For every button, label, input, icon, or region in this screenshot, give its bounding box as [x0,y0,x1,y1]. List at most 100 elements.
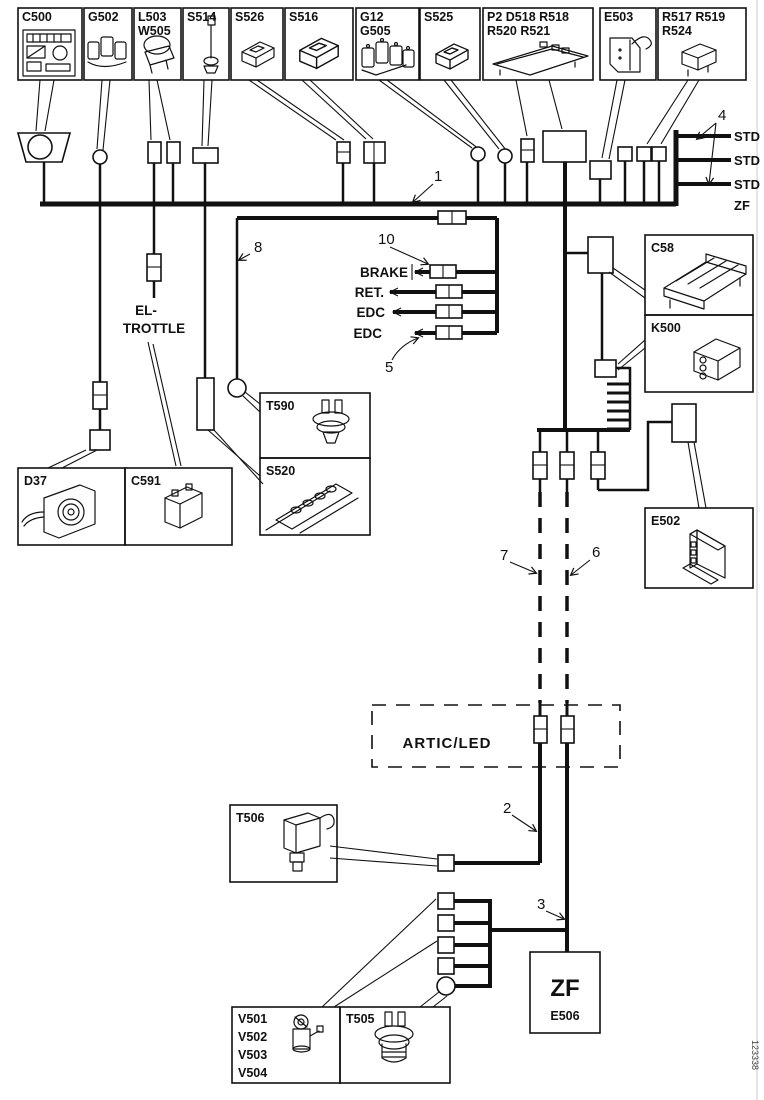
label-el-throttle-line2: TROTTLE [123,321,185,336]
component-box-s516: S516 [284,7,354,81]
stacked-connector-s526 [336,141,351,202]
k500-connector-box [594,359,617,378]
left-branches: EL- TROTTLE D37 [17,204,371,546]
artic-led-dashed-frame [371,704,621,768]
label-frame-k500: K500 [651,321,681,335]
label-frame-t506: T506 [236,811,265,825]
stacked-connector-p2 [520,138,535,202]
frame-t590: T590 [259,392,371,459]
label-v502: V502 [238,1030,267,1044]
component-box-e503: E503 [599,7,657,81]
label-frame-c58: C58 [651,241,674,255]
coil-symbol [607,382,630,431]
frame-k500: K500 [617,314,754,393]
frame-c591: C591 [124,467,233,546]
c58-illustration [663,253,747,310]
inline-connector-secondary-bus [437,210,467,225]
label-zf-unit: ZF [550,975,579,1002]
bus-labels: STD STD STD ZF 1 4 [411,107,760,213]
footer-code: 123338 [750,1040,760,1070]
large-connector-p2 [542,130,587,206]
k500-illustration [693,338,741,381]
t506-illustration [283,812,335,872]
label-v504: V504 [238,1066,267,1080]
s516-illustration [299,37,339,70]
blade-connectors-l503 [147,141,181,202]
label-frame-t590: T590 [266,399,295,413]
main-bus-network [16,130,731,207]
label-s516: S516 [289,10,318,24]
label-w505: W505 [138,24,171,38]
frame-e502: E502 [644,507,754,589]
square-connectors-r517 [617,146,667,202]
callout-4: 4 [718,107,726,124]
label-std-3: STD [734,177,760,192]
g502-illustration [87,36,127,68]
label-g505: G505 [360,24,391,38]
s520-illustration [265,483,359,534]
p2-illustration [492,41,589,76]
callout-8: 8 [254,239,262,256]
component-box-l503: L503 W505 [133,7,182,81]
label-edc-2: EDC [353,326,382,341]
label-p2-line1: P2 D518 R518 [487,10,569,24]
round-connector-g502 [92,149,108,202]
label-frame-d37: D37 [24,474,47,488]
d37-illustration [21,484,96,539]
s525-illustration-2 [435,43,469,70]
l503-illustration [143,35,175,74]
e502-link [598,403,707,509]
component-box-g12: G12 G505 [355,7,420,81]
t590-illustration [312,399,350,444]
g12-illustration [361,37,415,76]
label-ret: RET. [355,285,384,300]
valve-connectors [436,892,567,996]
label-r524: R524 [662,24,692,38]
top-component-boxes: C500 G502 [17,7,747,81]
callout-1: 1 [434,168,442,185]
label-s525: S525 [424,10,453,24]
t505-illustration [374,1011,414,1063]
component-box-s514: S514 [182,7,230,81]
label-e503: E503 [604,10,633,24]
brake-signal-block: BRAKE RET. EDC EDC 10 5 8 [235,210,499,379]
frame-s520: S520 [259,457,371,536]
branch-s520 [196,204,264,485]
callout-3: 3 [537,896,545,913]
callout-10: 10 [378,231,395,248]
label-zf-bus: ZF [734,198,750,213]
connector-e503 [589,160,612,202]
frame-t506: T506 [229,804,438,883]
drop-wires [532,430,606,492]
e503-illustration [609,36,652,73]
artic-led-section: ARTIC/LED 2 3 [371,700,621,952]
branch-t590 [227,378,261,413]
label-c500: C500 [22,10,52,24]
c591-illustration [164,483,203,529]
label-std-1: STD [734,129,760,144]
std-branch [673,130,731,206]
instrument-connector [16,132,72,202]
label-l503: L503 [138,10,167,24]
label-v501: V501 [238,1012,267,1026]
label-brake: BRAKE [360,265,408,280]
round-connector-a [470,146,486,202]
label-frame-s520: S520 [266,464,295,478]
label-artic-led: ARTIC/LED [403,735,492,752]
branch-el-throttle: EL- TROTTLE [123,204,185,467]
label-el-throttle-line1: EL- [135,303,157,318]
component-box-c500: C500 [17,7,83,81]
round-connector-b [497,148,513,202]
label-edc-1: EDC [356,305,385,320]
component-box-p2: P2 D518 R518 R520 R521 [482,7,594,81]
right-chain: 7 6 C58 K500 [500,204,754,703]
c58-connector-box [587,236,614,274]
frame-c58: C58 [608,234,754,316]
label-g12: G12 [360,10,384,24]
label-std-2: STD [734,153,760,168]
frame-d37: D37 [17,467,126,546]
callout-5: 5 [385,359,393,376]
e502-illustration [682,529,726,585]
label-r517-line1: R517 R519 [662,10,725,24]
